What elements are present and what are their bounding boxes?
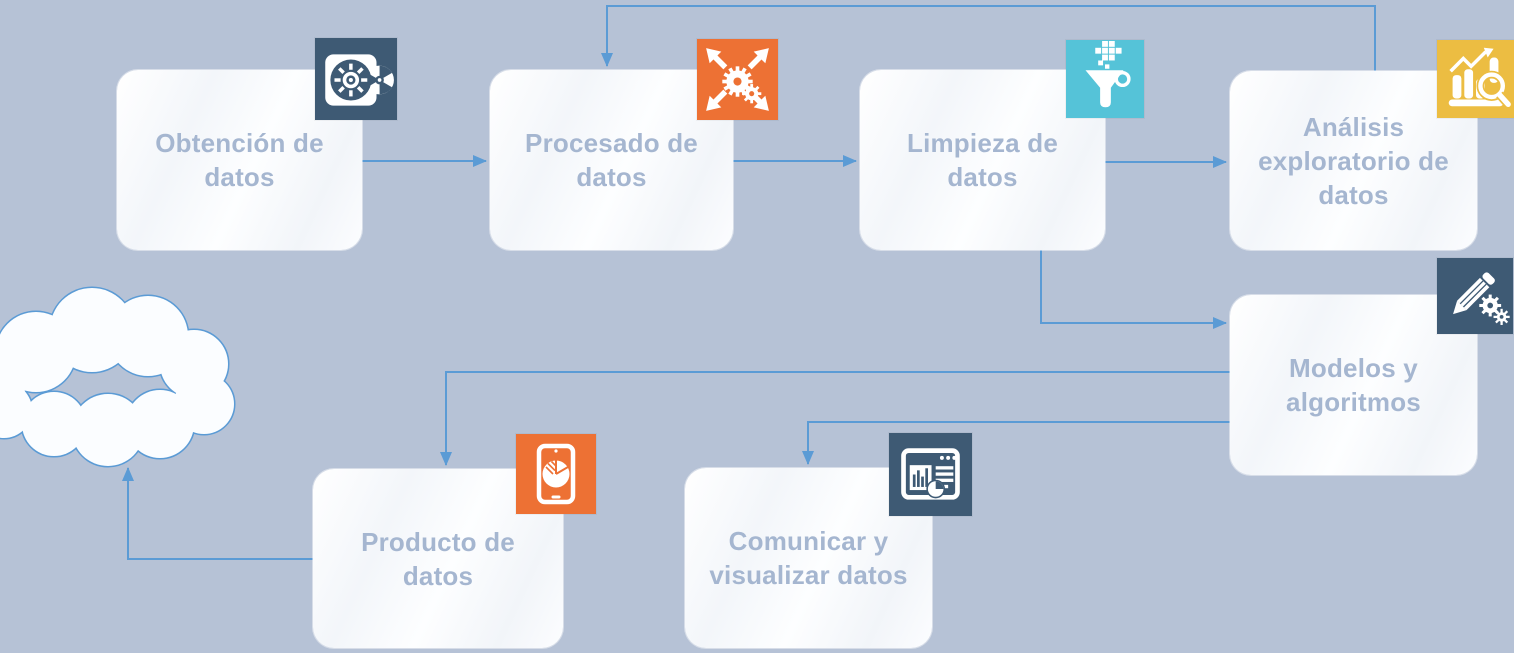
arrow-analisis-to-procesado-feedback	[601, 5, 1376, 71]
arrow-modelos-to-comunicar	[802, 421, 1230, 465]
node-procesado-de-datos: Procesado de datos	[490, 70, 733, 250]
arrow-limpieza-to-modelos	[1040, 250, 1227, 329]
dashboard-window-icon	[889, 433, 972, 516]
funnel-filter-pixels-icon	[1066, 40, 1144, 118]
cloud-shape	[0, 286, 236, 468]
node-limpieza-de-datos: Limpieza de datos	[860, 70, 1105, 250]
node-label: Producto de datos	[361, 526, 515, 591]
node-comunicar-visualizar: Comunicar y visualizar datos	[685, 468, 932, 648]
node-label: Obtención de datos	[155, 128, 324, 192]
arrow-modelos-to-producto	[440, 371, 1230, 466]
node-label: Limpieza de datos	[906, 128, 1058, 192]
node-label: Análisis exploratorio de datos	[1258, 111, 1449, 210]
bar-chart-magnifier-icon	[1437, 40, 1514, 118]
node-label: Modelos y algoritmos	[1286, 353, 1421, 417]
tablet-pie-chart-icon	[516, 434, 596, 514]
pencil-and-gears-icon	[1437, 258, 1513, 334]
node-label: Comunicar y visualizar datos	[709, 526, 908, 590]
gears-expand-arrows-icon	[697, 39, 778, 120]
node-label: Procesado de datos	[525, 128, 698, 192]
node-modelos-y-algoritmos: Modelos y algoritmos	[1230, 295, 1477, 475]
film-reel-and-disc-icon	[315, 38, 397, 120]
node-analisis-exploratorio: Análisis exploratorio de datos	[1230, 71, 1477, 250]
arrow-producto-to-cloud	[122, 467, 313, 560]
